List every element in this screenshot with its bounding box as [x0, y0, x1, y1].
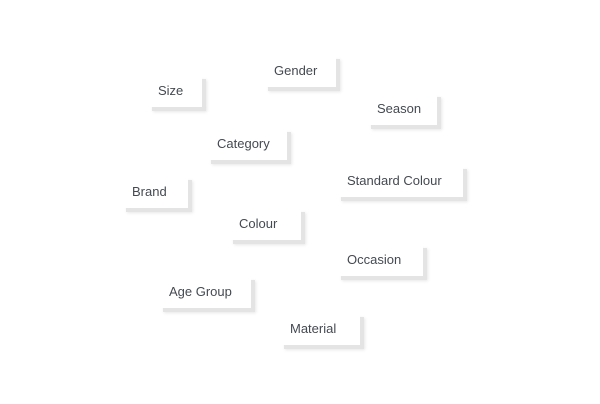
tag-age-group[interactable]: Age Group [159, 276, 251, 308]
tag-colour[interactable]: Colour [229, 208, 301, 240]
tag-standard-colour[interactable]: Standard Colour [337, 165, 463, 197]
tag-gender[interactable]: Gender [264, 55, 336, 87]
tag-brand[interactable]: Brand [122, 176, 188, 208]
tag-size[interactable]: Size [148, 75, 202, 107]
tag-season[interactable]: Season [367, 93, 437, 125]
tag-occasion[interactable]: Occasion [337, 244, 423, 276]
tag-material[interactable]: Material [280, 313, 360, 345]
tag-category[interactable]: Category [207, 128, 287, 160]
